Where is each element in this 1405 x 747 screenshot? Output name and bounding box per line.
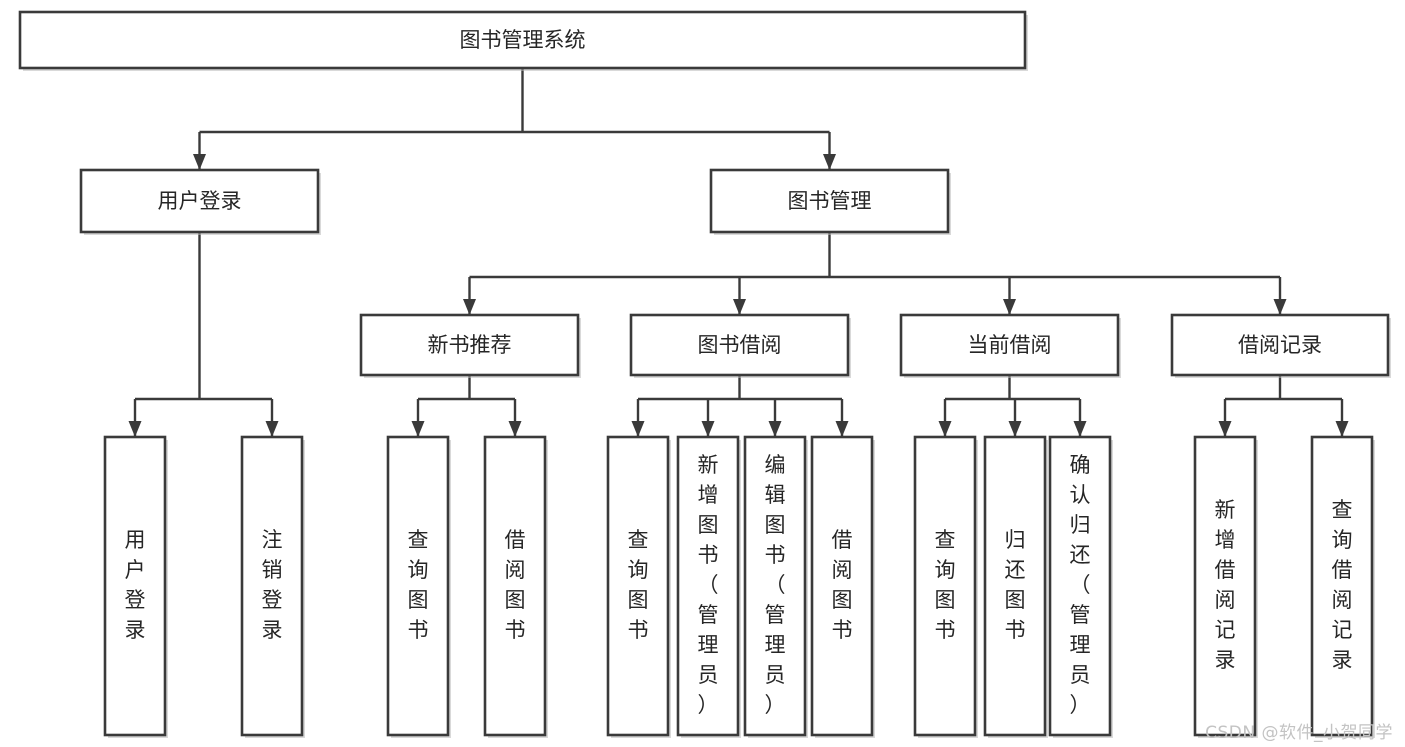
node-label: 查询图书 [935,528,956,642]
arrow-head [733,299,746,315]
node-label: 图书管理 [788,189,872,213]
node-leaf-current-return[interactable]: 归还图书 [983,435,1048,738]
arrow-head [1335,421,1349,437]
arrow-head [1218,421,1232,437]
connector-group [411,375,522,437]
arrow-head [631,421,645,437]
node-label: 借阅图书 [505,528,526,642]
arrow-head [265,421,279,437]
arrow-head [508,421,522,437]
node-leaf-record-query[interactable]: 查询借阅记录 [1310,435,1375,738]
node-label: 图书管理系统 [460,28,586,52]
node-record[interactable]: 借阅记录 [1170,313,1391,378]
connector-group [128,232,279,437]
arrow-head [768,421,782,437]
node-layer: 图书管理系统用户登录图书管理新书推荐图书借阅当前借阅借阅记录用户登录注销登录查询… [18,10,1391,738]
node-box[interactable] [1310,435,1374,737]
node-label: 当前借阅 [968,333,1052,357]
node-box[interactable] [79,168,320,234]
node-box[interactable] [240,435,304,737]
arrow-head [701,421,715,437]
node-label: 借阅记录 [1238,333,1322,357]
node-box[interactable] [18,10,1027,70]
node-borrow[interactable]: 图书借阅 [629,313,851,378]
node-box[interactable] [899,313,1120,377]
node-current[interactable]: 当前借阅 [899,313,1121,378]
csdn-watermark: CSDN @软件_小贺同学 [1205,723,1393,743]
arrow-head [1008,421,1022,437]
arrow-head [835,421,849,437]
node-box[interactable] [359,313,580,377]
node-newbook[interactable]: 新书推荐 [359,313,581,378]
arrow-head [128,421,142,437]
node-label: 注销登录 [262,528,283,642]
node-leaf-borrow-lend[interactable]: 借阅图书 [810,435,875,738]
node-bookmgmt[interactable]: 图书管理 [709,168,951,235]
connector-group [631,375,849,437]
node-leaf-newbook-query[interactable]: 查询图书 [386,435,451,738]
connector-group [938,375,1087,437]
node-label: 图书借阅 [698,333,782,357]
node-leaf-current-confirm[interactable]: 确认归还（管理员） [1048,435,1113,738]
node-label: 用户登录 [158,189,242,213]
node-label: 新增借阅记录 [1215,498,1236,672]
arrow-head [411,421,425,437]
node-box[interactable] [1193,435,1257,737]
node-label: 查询图书 [628,528,649,642]
node-leaf-user-logout[interactable]: 注销登录 [240,435,305,738]
node-box[interactable] [743,435,807,737]
node-label: 用户登录 [125,528,146,642]
node-box[interactable] [386,435,450,737]
node-box[interactable] [709,168,950,234]
node-box[interactable] [483,435,547,737]
node-login[interactable]: 用户登录 [79,168,321,235]
connector-layer [128,68,1349,437]
node-label: 新书推荐 [428,333,512,357]
arrow-head [823,154,836,170]
node-label: 查询借阅记录 [1332,498,1353,672]
node-leaf-borrow-query[interactable]: 查询图书 [606,435,671,738]
connector-group [193,68,836,170]
connector-group [463,232,1287,315]
arrow-head [1273,299,1287,315]
node-box[interactable] [913,435,977,737]
node-label: 新增图书（管理员） [698,453,719,717]
node-box[interactable] [983,435,1047,737]
arrow-head [463,299,476,315]
arrow-head [1073,421,1087,437]
node-label: 借阅图书 [832,528,853,642]
node-label: 编辑图书（管理员） [765,453,786,717]
node-leaf-current-query[interactable]: 查询图书 [913,435,978,738]
node-label: 归还图书 [1005,528,1026,642]
node-leaf-newbook-borrow[interactable]: 借阅图书 [483,435,548,738]
node-box[interactable] [810,435,874,737]
node-label: 确认归还（管理员） [1070,453,1091,717]
node-box[interactable] [1170,313,1390,377]
node-box[interactable] [103,435,167,737]
arrow-head [1003,299,1016,315]
arrow-head [938,421,952,437]
node-leaf-borrow-edit[interactable]: 编辑图书（管理员） [743,435,808,738]
node-root[interactable]: 图书管理系统 [18,10,1028,71]
node-leaf-user-login[interactable]: 用户登录 [103,435,168,738]
node-leaf-record-add[interactable]: 新增借阅记录 [1193,435,1258,738]
arrow-head [193,154,206,170]
node-leaf-borrow-add[interactable]: 新增图书（管理员） [676,435,741,738]
node-label: 查询图书 [408,528,429,642]
node-box[interactable] [629,313,850,377]
node-box[interactable] [676,435,740,737]
node-box[interactable] [606,435,670,737]
connector-group [1218,375,1349,437]
node-box[interactable] [1048,435,1112,737]
